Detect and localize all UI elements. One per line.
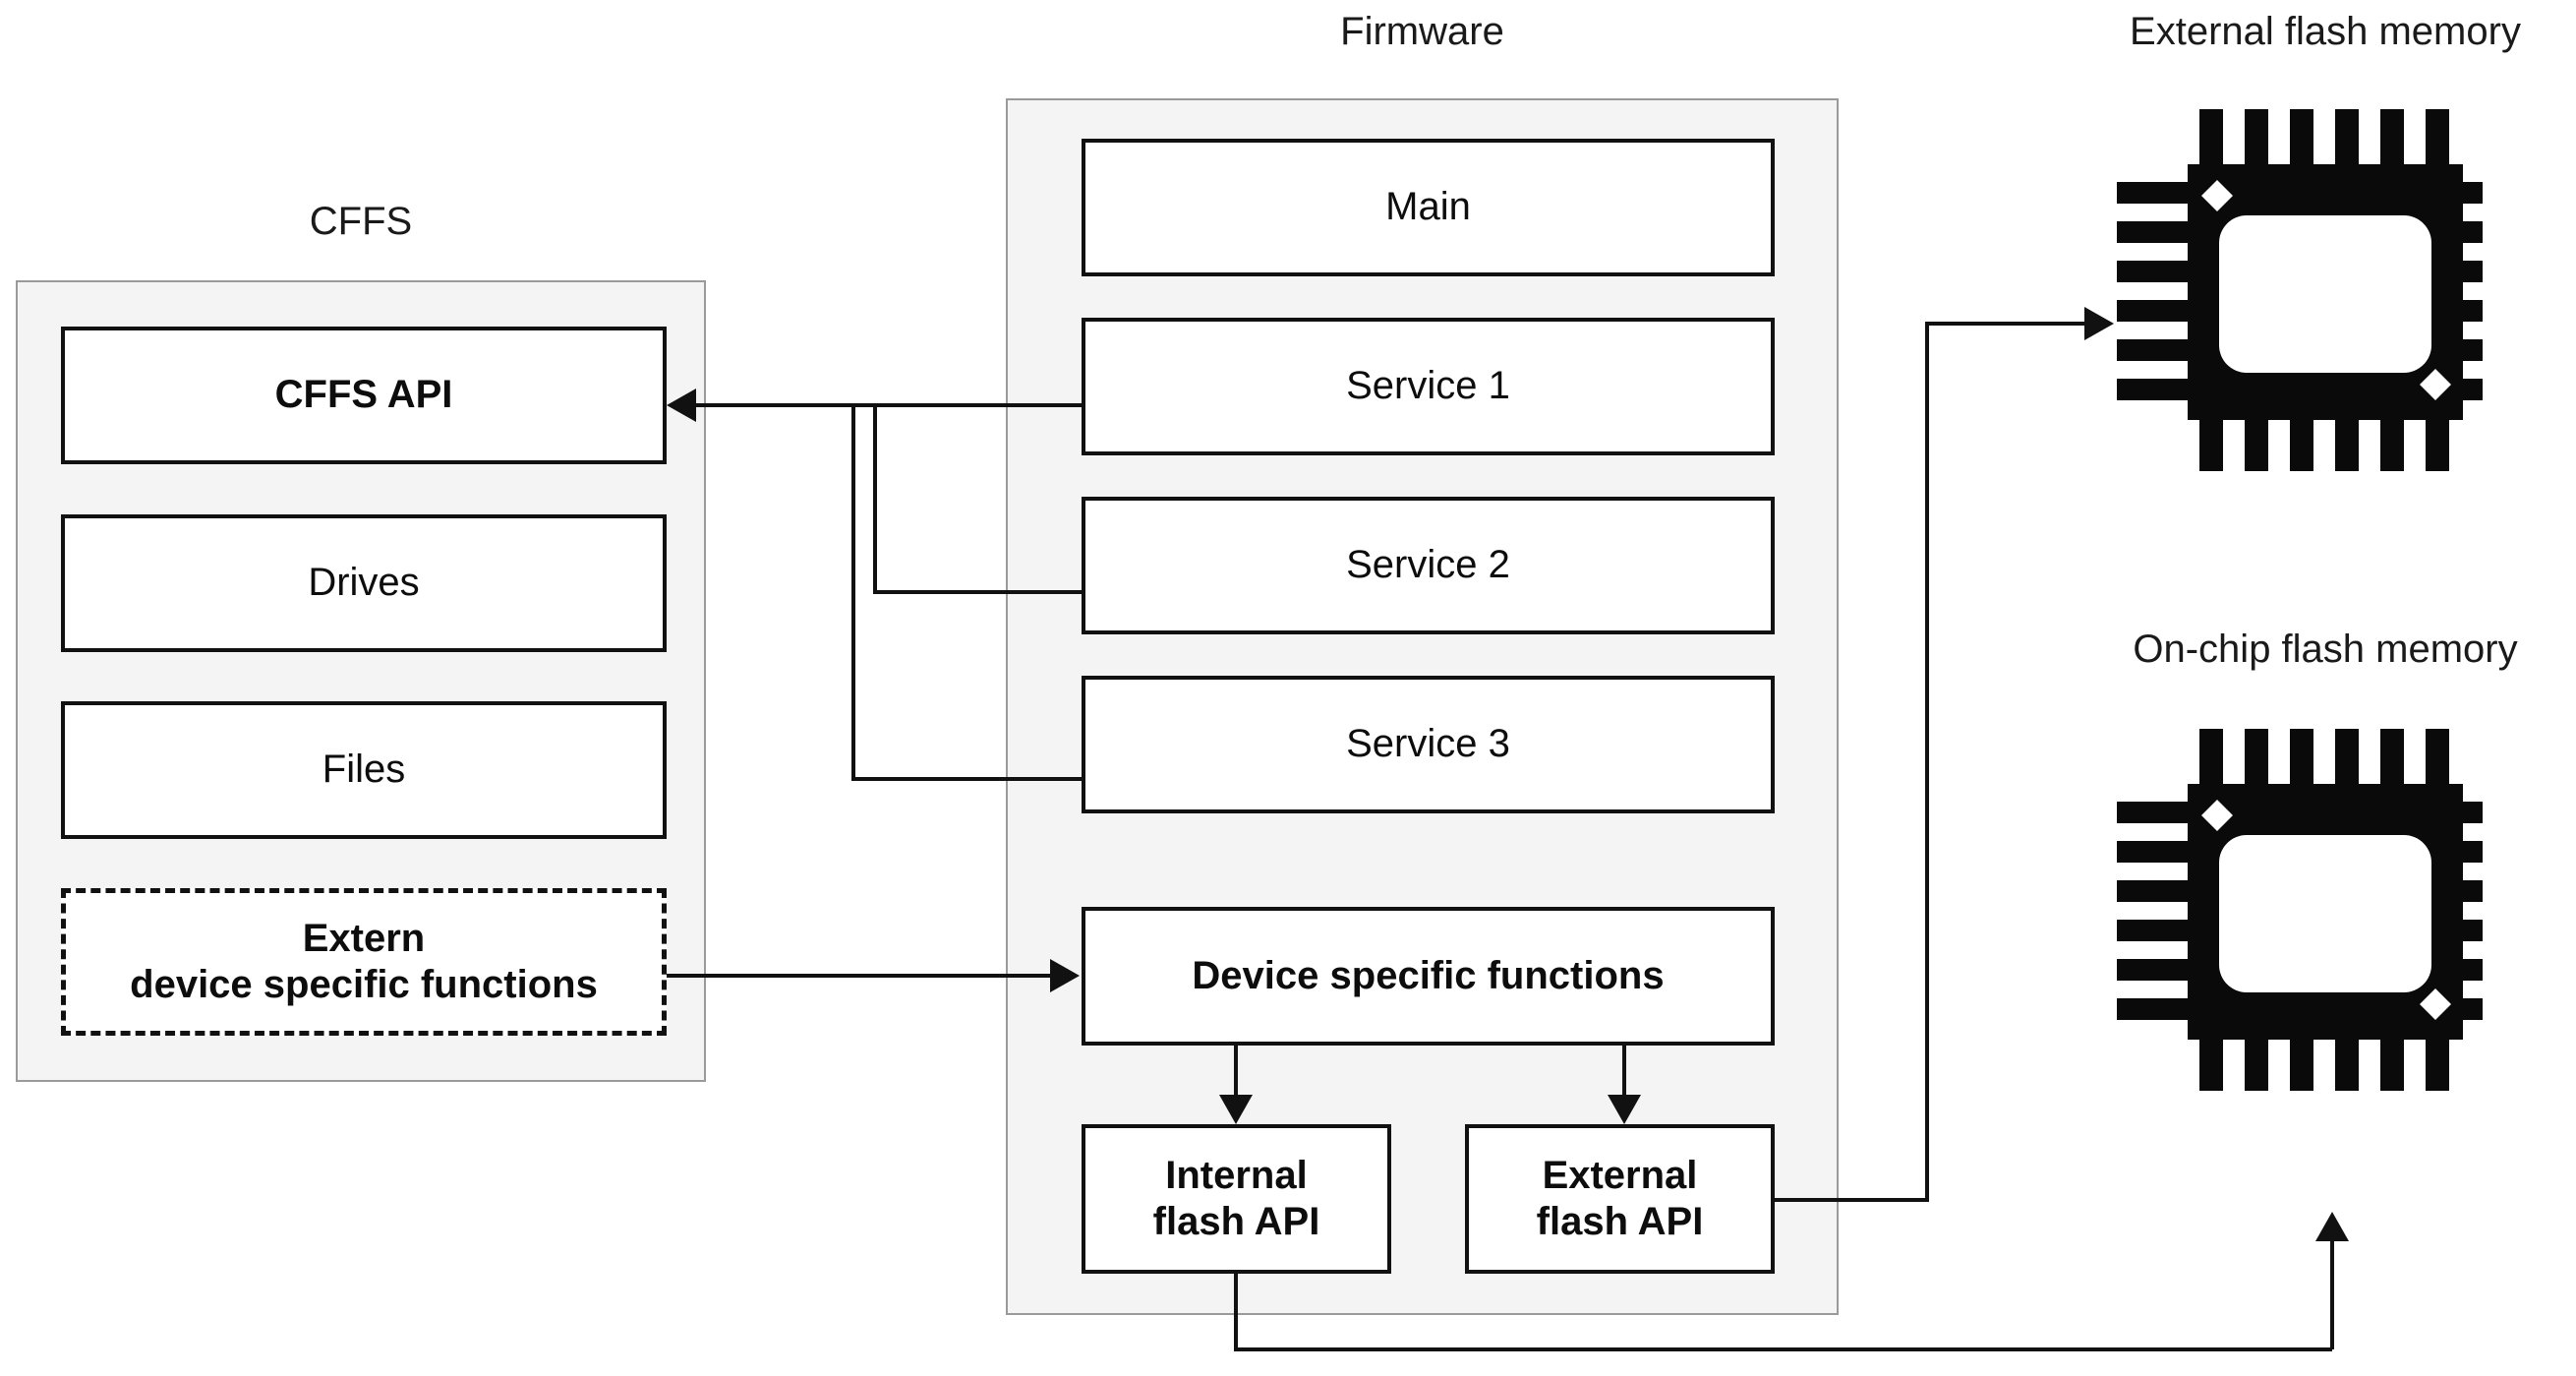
connector-service3-riser bbox=[851, 403, 855, 779]
firmware-service-2-box[interactable]: Service 2 bbox=[1082, 497, 1775, 634]
arrow-to-external-flash-api bbox=[1608, 1095, 1641, 1124]
connector-to-external-flash-memory bbox=[1925, 322, 2084, 326]
connector-device-to-internal-flash bbox=[1234, 1046, 1238, 1095]
connector-service1-to-cffs-api bbox=[694, 403, 1083, 407]
connector-internal-flash-api-drop bbox=[1234, 1274, 1238, 1349]
cffs-extern-device-functions-box[interactable]: Extern device specific functions bbox=[61, 888, 667, 1036]
connector-service2-stub bbox=[873, 590, 1083, 594]
connector-service3-stub bbox=[851, 777, 1083, 781]
cffs-api-box[interactable]: CFFS API bbox=[61, 327, 667, 464]
cffs-group-title: CFFS bbox=[309, 200, 413, 243]
cffs-files-box[interactable]: Files bbox=[61, 701, 667, 839]
cffs-drives-box[interactable]: Drives bbox=[61, 514, 667, 652]
connector-external-flash-api-out bbox=[1775, 1198, 1929, 1202]
arrow-to-cffs-api bbox=[667, 389, 696, 422]
connector-external-flash-riser bbox=[1925, 322, 1929, 1202]
firmware-internal-flash-api-box[interactable]: Internal flash API bbox=[1082, 1124, 1391, 1274]
firmware-main-box[interactable]: Main bbox=[1082, 139, 1775, 276]
firmware-device-specific-functions-box[interactable]: Device specific functions bbox=[1082, 907, 1775, 1046]
onchip-flash-memory-label: On-chip flash memory bbox=[2133, 628, 2518, 671]
connector-extern-to-device-functions bbox=[667, 974, 1050, 978]
arrow-to-onchip-flash-memory bbox=[2315, 1212, 2349, 1241]
arrow-to-internal-flash-api bbox=[1219, 1095, 1253, 1124]
external-flash-memory-label: External flash memory bbox=[2130, 10, 2521, 53]
firmware-group-title: Firmware bbox=[1340, 10, 1504, 53]
firmware-external-flash-api-box[interactable]: External flash API bbox=[1465, 1124, 1775, 1274]
arrow-to-device-specific-functions bbox=[1050, 959, 1080, 992]
firmware-service-1-box[interactable]: Service 1 bbox=[1082, 318, 1775, 455]
firmware-service-3-box[interactable]: Service 3 bbox=[1082, 676, 1775, 813]
external-flash-memory-chip-icon bbox=[2109, 93, 2483, 487]
arrow-to-external-flash-memory bbox=[2084, 307, 2114, 340]
onchip-flash-memory-chip-icon bbox=[2109, 713, 2483, 1107]
connector-service2-riser bbox=[873, 403, 877, 592]
connector-device-to-external-flash bbox=[1622, 1046, 1626, 1095]
connector-to-onchip-flash-memory bbox=[1234, 1347, 2332, 1351]
connector-onchip-riser bbox=[2330, 1241, 2334, 1349]
